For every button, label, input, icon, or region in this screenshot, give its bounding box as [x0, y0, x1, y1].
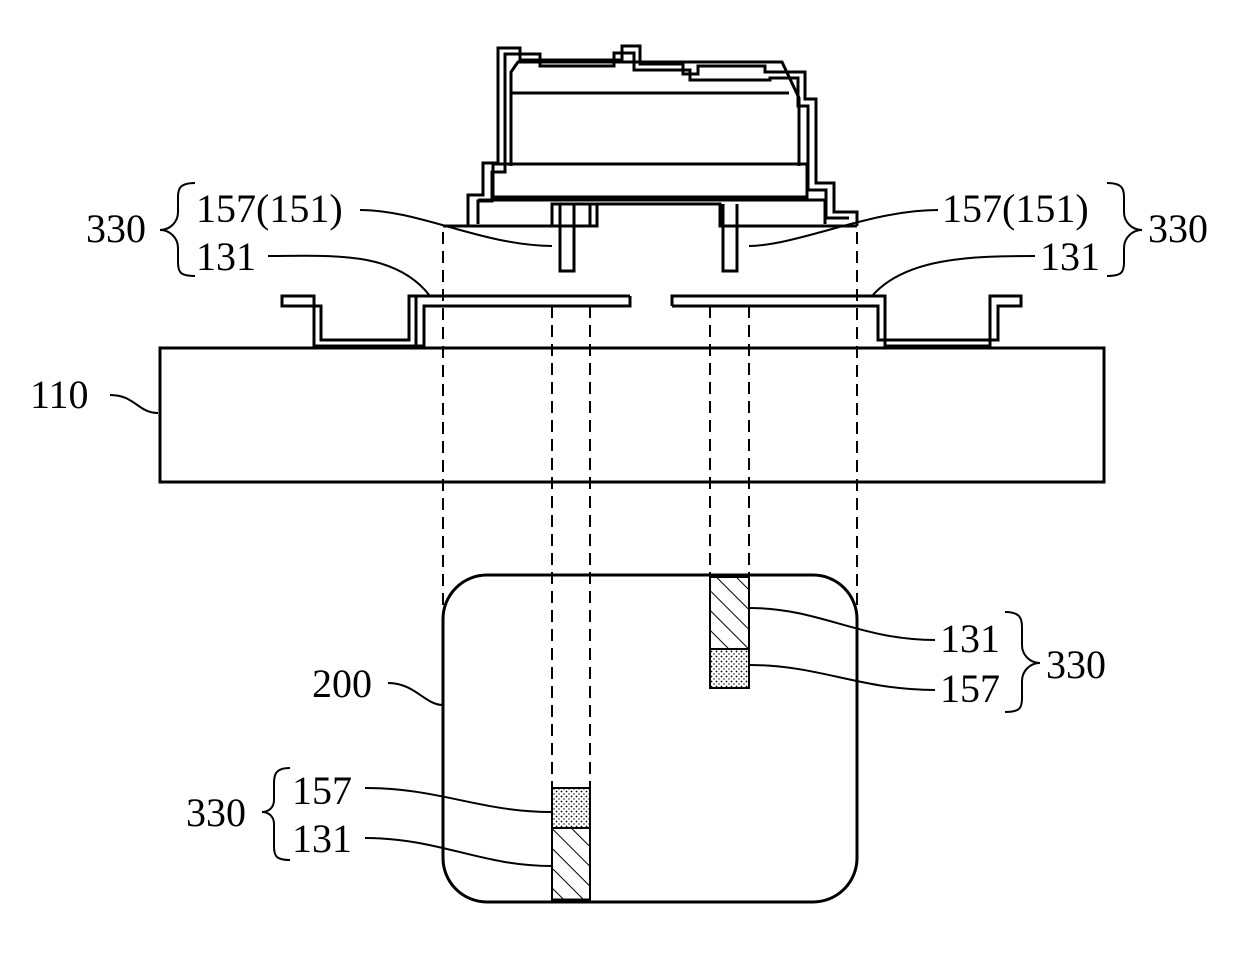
label-mid-right-group: 330 — [1046, 642, 1106, 687]
projection-lines — [443, 232, 857, 900]
pad-right-top — [710, 577, 749, 688]
electrode-layer — [282, 296, 1021, 346]
device-stack — [443, 46, 857, 271]
label-top-right-group: 330 — [1148, 206, 1208, 251]
label-mid-right-131: 131 — [940, 616, 1000, 661]
label-window-200: 200 — [312, 661, 372, 706]
label-bottom-left-131: 131 — [292, 816, 352, 861]
label-top-left-131: 131 — [196, 234, 256, 279]
label-bottom-left-157: 157 — [292, 768, 352, 813]
window-200 — [443, 575, 857, 902]
leader-lines — [110, 210, 1035, 866]
pad-left-bottom — [552, 788, 590, 900]
label-substrate-110: 110 — [30, 372, 89, 417]
label-top-left-157-151: 157(151) — [196, 186, 343, 231]
label-top-right-157-151: 157(151) — [942, 186, 1089, 231]
label-top-right-131: 131 — [1040, 234, 1100, 279]
braces — [160, 183, 1142, 860]
substrate — [160, 348, 1104, 482]
label-mid-right-157: 157 — [940, 666, 1000, 711]
label-bottom-left-group: 330 — [186, 790, 246, 835]
labels: 330 157(151) 131 157(151) 131 330 110 20… — [30, 186, 1208, 861]
label-top-left-group: 330 — [86, 206, 146, 251]
